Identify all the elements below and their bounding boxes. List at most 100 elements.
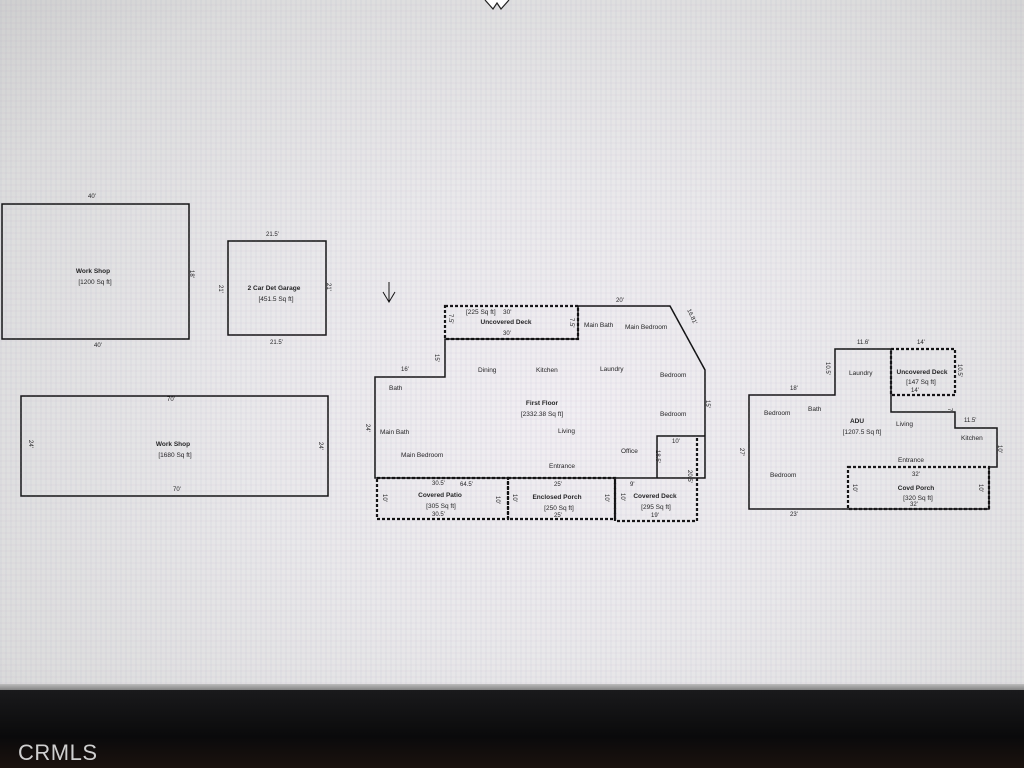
- adu-deck-label: Uncovered Deck: [897, 369, 948, 376]
- workshop-2-label: Work Shop: [156, 441, 190, 448]
- garage-label: 2 Car Det Garage: [248, 285, 301, 292]
- main-bath-top: Main Bath: [584, 322, 614, 329]
- workshop-1-right-dim: 18': [188, 270, 194, 278]
- deck-area: [225 Sq ft]: [466, 309, 496, 316]
- adu-r-10-dim: 10': [996, 445, 1002, 453]
- adu-room-entrance: Entrance: [898, 457, 924, 464]
- patio-bottom-dim: 30.5': [432, 512, 445, 518]
- room-main-bedroom: Main Bedroom: [401, 452, 443, 459]
- adu-bottom-23-dim: 23': [790, 512, 798, 518]
- porch-label: Enclosed Porch: [532, 494, 581, 501]
- covered-deck-area: [295 Sq ft]: [641, 504, 671, 511]
- workshop-1-area: [1200 Sq ft]: [78, 279, 111, 286]
- adu-top-18-dim: 18': [790, 386, 798, 392]
- adu-label: ADU: [850, 418, 864, 425]
- office-wall: [656, 435, 705, 478]
- bottom-645-dim: 64.5': [460, 482, 473, 488]
- left-24-dim: 24': [364, 424, 370, 432]
- adu-room-bedroom-2: Bedroom: [770, 472, 796, 479]
- monitor-bezel: [0, 690, 1024, 768]
- adu-porch-outline: [846, 465, 991, 511]
- right-205-dim: 20.5': [686, 470, 692, 483]
- deck-right-dim: 7.5': [568, 318, 574, 328]
- workshop-1-bottom-dim: 40': [94, 343, 102, 349]
- adu-left-27-dim: 27': [738, 448, 744, 456]
- cursor-icon: [484, 0, 510, 10]
- adu-deck-bottom-dim: 14': [911, 388, 919, 394]
- workshop-1-label: Work Shop: [76, 268, 110, 275]
- right-15-dim: 15': [704, 400, 710, 408]
- uncovered-deck-outline: [443, 304, 580, 341]
- arrow-down-icon: [382, 282, 396, 303]
- workshop-2-top-dim: 70': [167, 397, 175, 403]
- garage: 21.5' 21.5' 21' 21' 2 Car Det Garage [45…: [217, 232, 331, 346]
- workshop-2-area: [1680 Sq ft]: [158, 452, 191, 459]
- top-20-dim: 20': [616, 298, 624, 304]
- adu-deck-area: [147 Sq ft]: [906, 379, 936, 386]
- garage-right-dim: 21': [325, 283, 331, 291]
- garage-bottom-dim: 21.5': [270, 340, 283, 346]
- adu-r-115-dim: 11.5': [964, 418, 976, 424]
- adu-porch-left-dim: 10': [851, 484, 857, 492]
- adu-area: [1207.5 Sq ft]: [843, 429, 882, 436]
- office-185-dim: 18.5': [654, 450, 660, 463]
- adu-room-bedroom-1: Bedroom: [764, 410, 790, 417]
- patio-area: [305 Sq ft]: [426, 503, 456, 510]
- deck-top-dim: 30': [503, 309, 511, 316]
- adu-room-bath: Bath: [808, 406, 822, 413]
- adu-deck-side-dim: 10.5': [956, 364, 962, 377]
- room-main-bath: Main Bath: [380, 429, 410, 436]
- patio-right-dim: 10': [494, 496, 500, 504]
- left-15-dim: 15': [433, 354, 439, 362]
- patio-left-dim: 10': [381, 494, 387, 502]
- adu-porch-bottom-dim: 32': [910, 502, 918, 508]
- workshop-1-outline: [1, 203, 190, 340]
- workshop-2-right-dim: 24': [317, 442, 323, 450]
- room-bath: Bath: [389, 385, 403, 392]
- adu-room-living: Living: [896, 421, 913, 428]
- first-floor-area: [2332.38 Sq ft]: [521, 411, 563, 418]
- adu: 11.6' 10.5' 18' 27' 23' 11.5' 10' 7' 14'…: [738, 340, 1002, 518]
- adu-room-laundry: Laundry: [849, 370, 873, 377]
- adu-porch-right-dim: 10': [977, 484, 983, 492]
- room-bedroom-2: Bedroom: [660, 411, 686, 418]
- bottom-25-dim: 25': [554, 482, 562, 488]
- porch-right-dim: 10': [603, 494, 609, 502]
- bottom-305-dim: 30.5': [432, 481, 445, 487]
- porch-area: [250 Sq ft]: [544, 505, 574, 512]
- floor-plan-sketch: 40' 40' 18' Work Shop [1200 Sq ft] 21.5'…: [1, 194, 1002, 523]
- room-office: Office: [621, 448, 638, 455]
- room-living: Living: [558, 428, 575, 435]
- covered-deck-outline: [613, 436, 699, 523]
- adu-room-kitchen: Kitchen: [961, 435, 983, 442]
- garage-outline: [227, 240, 327, 336]
- workshop-1-top-dim: 40': [88, 194, 96, 200]
- adu-porch-label: Covd Porch: [898, 485, 935, 492]
- covered-deck-bottom-dim: 19': [651, 513, 659, 519]
- main-bedroom-top: Main Bedroom: [625, 324, 667, 331]
- room-kitchen: Kitchen: [536, 367, 558, 374]
- room-entrance: Entrance: [549, 463, 575, 470]
- bottom-9-dim: 9': [630, 482, 634, 488]
- monitor-bezel-edge: [0, 684, 1024, 692]
- adu-r-7-dim: 7': [946, 408, 952, 412]
- adu-porch-top-dim: 32': [912, 472, 920, 478]
- covered-deck-left-dim: 10': [619, 493, 625, 501]
- patio-label: Covered Patio: [418, 492, 462, 499]
- monitor-screen: 40' 40' 18' Work Shop [1200 Sq ft] 21.5'…: [0, 0, 1024, 690]
- workshop-2-left-dim: 24': [27, 440, 33, 448]
- workshop-2-bottom-dim: 70': [173, 487, 181, 493]
- workshop-2: 70' 70' 24' 24' Work Shop [1680 Sq ft]: [20, 395, 329, 497]
- garage-left-dim: 21': [217, 285, 223, 293]
- adu-left-105-dim: 10.5': [824, 362, 830, 375]
- covered-deck-label: Covered Deck: [633, 493, 677, 500]
- workshop-2-outline: [20, 395, 329, 497]
- porch-bottom-dim: 25': [554, 513, 562, 519]
- watermark: CRMLS: [18, 740, 98, 765]
- adu-deck-top-dim: 14': [917, 340, 925, 346]
- adu-porch-area: [320 Sq ft]: [903, 495, 933, 502]
- first-floor-label: First Floor: [526, 400, 559, 407]
- adu-top-116-dim: 11.6': [857, 340, 869, 346]
- diag-dim: 16.81': [685, 308, 697, 325]
- deck-label: Uncovered Deck: [481, 319, 532, 326]
